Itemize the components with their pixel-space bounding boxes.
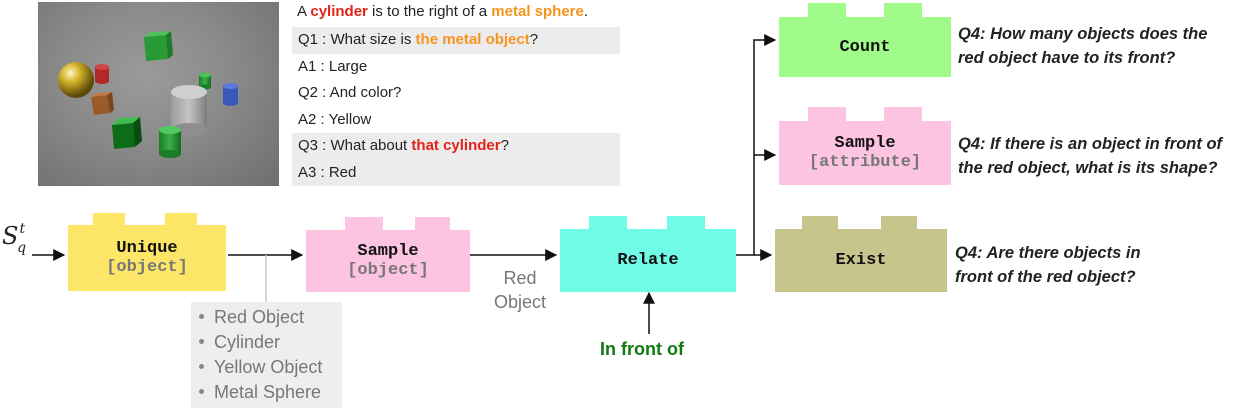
block-stud [884,3,922,17]
question-exist: Q4: Are there objects in front of the re… [955,244,1141,286]
scene-image [38,2,279,186]
dialog-turn: Q1 : What size is the metal object? [292,27,620,54]
sample-choices-list: Red Object Cylinder Yellow Object Metal … [191,302,342,408]
module-name: Sample [357,242,419,261]
module-sample-object: Sample [object] [306,217,470,292]
block-stud [667,216,705,229]
arrow-relate-count [736,34,777,256]
scene-render [58,31,238,158]
block-stud [589,216,627,229]
caption-object: metal sphere [491,3,584,20]
scene-caption: A cylinder is to the right of a metal sp… [297,3,588,20]
module-sample-attribute: Sample [attribute] [779,107,951,185]
module-name: Unique [116,239,178,258]
list-item: Red Object [191,305,342,330]
block-stud [93,213,125,225]
dialog-turn: A2 : Yellow [298,110,372,128]
module-name: Relate [617,251,679,270]
module-argument: [attribute] [808,153,922,172]
block-stud [808,3,846,17]
block-stud [808,107,846,121]
list-item: Metal Sphere [191,380,342,405]
relation-label: In front of [600,339,684,359]
module-exist: Exist [775,216,947,292]
module-name: Count [839,37,891,57]
block-stud [802,216,838,229]
list-item: Cylinder [191,330,342,355]
block-stud [165,213,197,225]
module-name: Exist [835,251,887,270]
block-stud [345,217,383,230]
caption-middle: is to the right of a [367,3,492,20]
block-stud [881,216,917,229]
list-item: Yellow Object [191,355,342,380]
block-stud [415,217,450,230]
question-count: Q4: How many objects does the red object… [958,25,1208,67]
module-relate: Relate [560,216,736,292]
dialog-turn: A3 : Red [292,159,620,186]
dialog-turn: A1 : Large [298,57,368,75]
question-sample: Q4: If there is an object in front of th… [958,135,1223,177]
caption-subject: cylinder [310,3,368,20]
program-input-symbol: Stq [2,221,27,256]
relate-input-label: Red Object [493,268,547,312]
module-argument: [object] [347,261,429,280]
block-stud [884,107,922,121]
module-argument: [object] [106,258,188,277]
dialog-turn: Q2 : And color? [298,84,402,101]
module-name: Sample [834,134,896,153]
module-unique: Unique [object] [68,213,226,291]
caption-suffix: . [583,3,589,20]
module-count: Count [779,3,951,77]
caption-prefix: A [297,3,311,20]
dialog-history: Q1 : What size is the metal object? A1 :… [292,27,620,186]
dialog-turn: Q3 : What about that cylinder? [292,133,620,160]
